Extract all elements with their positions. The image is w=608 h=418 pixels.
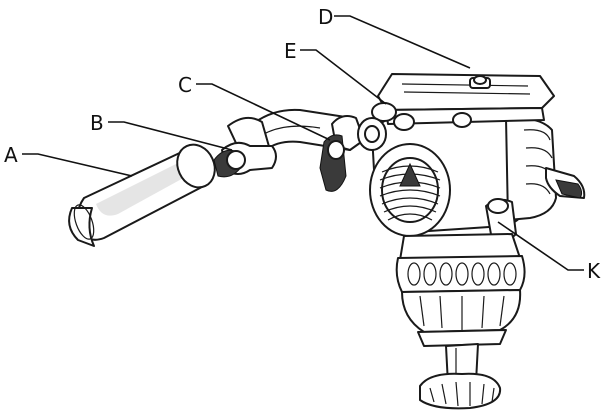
leader-k — [497, 221, 584, 271]
leader-d — [334, 15, 471, 69]
callout-k: K — [587, 259, 601, 283]
callout-lines — [22, 15, 584, 271]
leader-c — [196, 83, 331, 141]
bowl-base — [395, 233, 526, 410]
leader-b — [108, 121, 233, 151]
callout-d: D — [318, 5, 333, 29]
callout-b: B — [90, 111, 104, 135]
leader-a — [22, 153, 133, 177]
callout-c: C — [178, 73, 192, 97]
callout-e: E — [284, 39, 297, 63]
pan-handle — [68, 108, 353, 247]
head-body — [369, 113, 586, 237]
callout-a: A — [4, 143, 18, 167]
leader-e — [300, 49, 387, 105]
arm-clamp-knob — [319, 115, 365, 192]
quick-release-plate — [377, 73, 555, 125]
pan-lock-knob — [485, 198, 517, 243]
handle-clamp-lever — [213, 141, 277, 178]
plate-lock-knob — [357, 102, 472, 151]
